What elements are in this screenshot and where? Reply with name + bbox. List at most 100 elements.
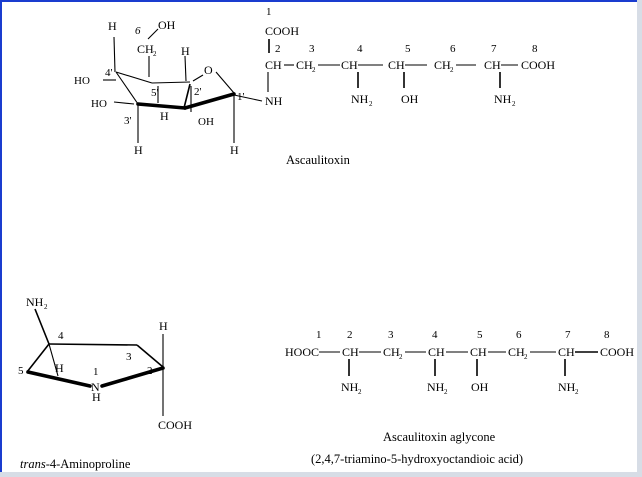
- label-ho-low: HO: [91, 98, 107, 110]
- ag-ch-5: CH: [470, 345, 487, 359]
- chain-nh2-b: NH: [494, 92, 512, 106]
- label-nh: NH: [265, 94, 283, 108]
- proline-num-1: 1: [93, 366, 99, 378]
- ag-num-8: 8: [604, 329, 610, 341]
- label-c4: 4': [105, 67, 113, 79]
- label-c5: 5': [151, 87, 159, 99]
- bond-c4-c5: [115, 71, 153, 84]
- ag-hooc: HOOC: [285, 345, 319, 359]
- ascaulitoxin-caption: Ascaulitoxin: [286, 153, 351, 167]
- chain-nh2-a: NH: [351, 92, 369, 106]
- ag-num-6: 6: [516, 329, 522, 341]
- label-ho-left: HO: [74, 75, 90, 87]
- label-c6: 6: [135, 25, 141, 37]
- aglycone-caption-2: (2,4,7-triamino-5-hydroxyoctandioic acid…: [311, 452, 523, 466]
- bond-c4-c3: [48, 343, 138, 346]
- chain-nh2-b-sub: 2: [512, 100, 516, 108]
- proline-num-2: 2: [147, 365, 153, 377]
- chain-ch7: CH: [484, 58, 501, 72]
- aglycone-structure: 1 2 3 4 5 6 7 8 HOOC CH NH 2 CH 2 CH NH …: [285, 329, 634, 466]
- ag-nh2-c-sub: 2: [575, 388, 579, 396]
- chain-num-5: 5: [405, 43, 411, 55]
- bond-c3-c2: [136, 344, 164, 368]
- bond-c2-o: [192, 74, 204, 82]
- proline-nh2-sub: 2: [44, 303, 48, 311]
- ag-ch2-3: CH: [383, 345, 400, 359]
- ag-num-1: 1: [316, 329, 322, 341]
- proline-h-n: H: [92, 390, 101, 404]
- ag-ch2-3-sub: 2: [399, 353, 403, 361]
- ag-nh2-b-sub: 2: [444, 388, 448, 396]
- ascaulitoxin-sugar: H 6 OH CH 2 HO 4' 5' H O 2' 1' HO 3' H O…: [74, 18, 283, 157]
- bond-c2-front: [183, 83, 191, 109]
- bond-ho-c3: [113, 101, 135, 105]
- bond-h-c2: [184, 55, 187, 82]
- proline-num-3: 3: [126, 351, 132, 363]
- proline-num-4: 4: [58, 330, 64, 342]
- chain-num-3: 3: [309, 43, 315, 55]
- chain-num-7: 7: [491, 43, 497, 55]
- proline-caption-rest: -4-Aminoproline: [46, 457, 131, 471]
- chain-ch2-sub: 2: [312, 66, 316, 74]
- proline-nh2: NH: [26, 295, 44, 309]
- label-ch2: CH: [137, 42, 154, 56]
- proline-h-top: H: [159, 319, 168, 333]
- label-c1: 1': [237, 91, 245, 103]
- ag-cooh: COOH: [600, 345, 634, 359]
- bond-c1-nh: [233, 94, 263, 102]
- chain-nh2-a-sub: 2: [369, 100, 373, 108]
- chain-oh: OH: [401, 92, 419, 106]
- chain-ch6: CH: [434, 58, 451, 72]
- ag-nh2-a-sub: 2: [358, 388, 362, 396]
- bond-n-c2-front: [100, 366, 165, 388]
- ag-ch-7: CH: [558, 345, 575, 359]
- label-h-bottom-left: H: [134, 143, 143, 157]
- ag-oh: OH: [471, 380, 489, 394]
- proline-n: N: [91, 380, 100, 394]
- ag-nh2-a: NH: [341, 380, 359, 394]
- chain-ch6-sub: 2: [450, 66, 454, 74]
- bond-c4-c5: [26, 343, 50, 373]
- aminoproline-structure: NH 2 4 3 H 5 1 N H 2 H COOH trans-4-Amin…: [18, 295, 192, 471]
- ag-ch2-6: CH: [508, 345, 525, 359]
- ag-num-3: 3: [388, 329, 394, 341]
- label-h-low: H: [160, 109, 169, 123]
- chain-num-6: 6: [450, 43, 456, 55]
- proline-cooh: COOH: [158, 418, 192, 432]
- proline-caption-italic: trans: [20, 457, 46, 471]
- bond-o-c1: [215, 71, 235, 94]
- bond-c4-h: [48, 343, 59, 377]
- label-ring-o: O: [204, 63, 213, 77]
- bond-nh2-c4: [34, 308, 50, 345]
- ascaulitoxin-chain: 1 COOH 2 CH 3 CH 2 4 CH NH 2 5 CH OH 6 C…: [265, 6, 555, 167]
- ag-num-5: 5: [477, 329, 483, 341]
- label-h-top: H: [108, 19, 117, 33]
- ag-num-7: 7: [565, 329, 571, 341]
- label-h-mid: H: [181, 44, 190, 58]
- chain-ch2: CH: [296, 58, 313, 72]
- bond-c5-c2: [151, 81, 191, 84]
- ag-nh2-b: NH: [427, 380, 445, 394]
- ag-ch2-6-sub: 2: [524, 353, 528, 361]
- ag-ch-4: CH: [428, 345, 445, 359]
- chain-ch4: CH: [341, 58, 358, 72]
- bond-h-c4: [113, 36, 116, 73]
- label-oh-top: OH: [158, 18, 176, 32]
- bond-c3-c2-front: [136, 102, 187, 110]
- proline-h-left: H: [55, 361, 64, 375]
- label-h-bottom-right: H: [230, 143, 239, 157]
- label-ch2-sub: 2: [153, 50, 157, 58]
- bond-c4-c3-back: [115, 71, 139, 105]
- ag-nh2-c: NH: [558, 380, 576, 394]
- proline-caption: trans-4-Aminoproline: [20, 457, 131, 471]
- chain-num-2: 2: [275, 43, 281, 55]
- aglycone-caption-1: Ascaulitoxin aglycone: [383, 430, 496, 444]
- chain-num-1: 1: [266, 6, 272, 18]
- chain-cooh-end: COOH: [521, 58, 555, 72]
- chain-num-8: 8: [532, 43, 538, 55]
- bond-c2-c1-front: [183, 92, 236, 110]
- bond-c6-oh: [147, 28, 159, 40]
- chain-ch5: CH: [388, 58, 405, 72]
